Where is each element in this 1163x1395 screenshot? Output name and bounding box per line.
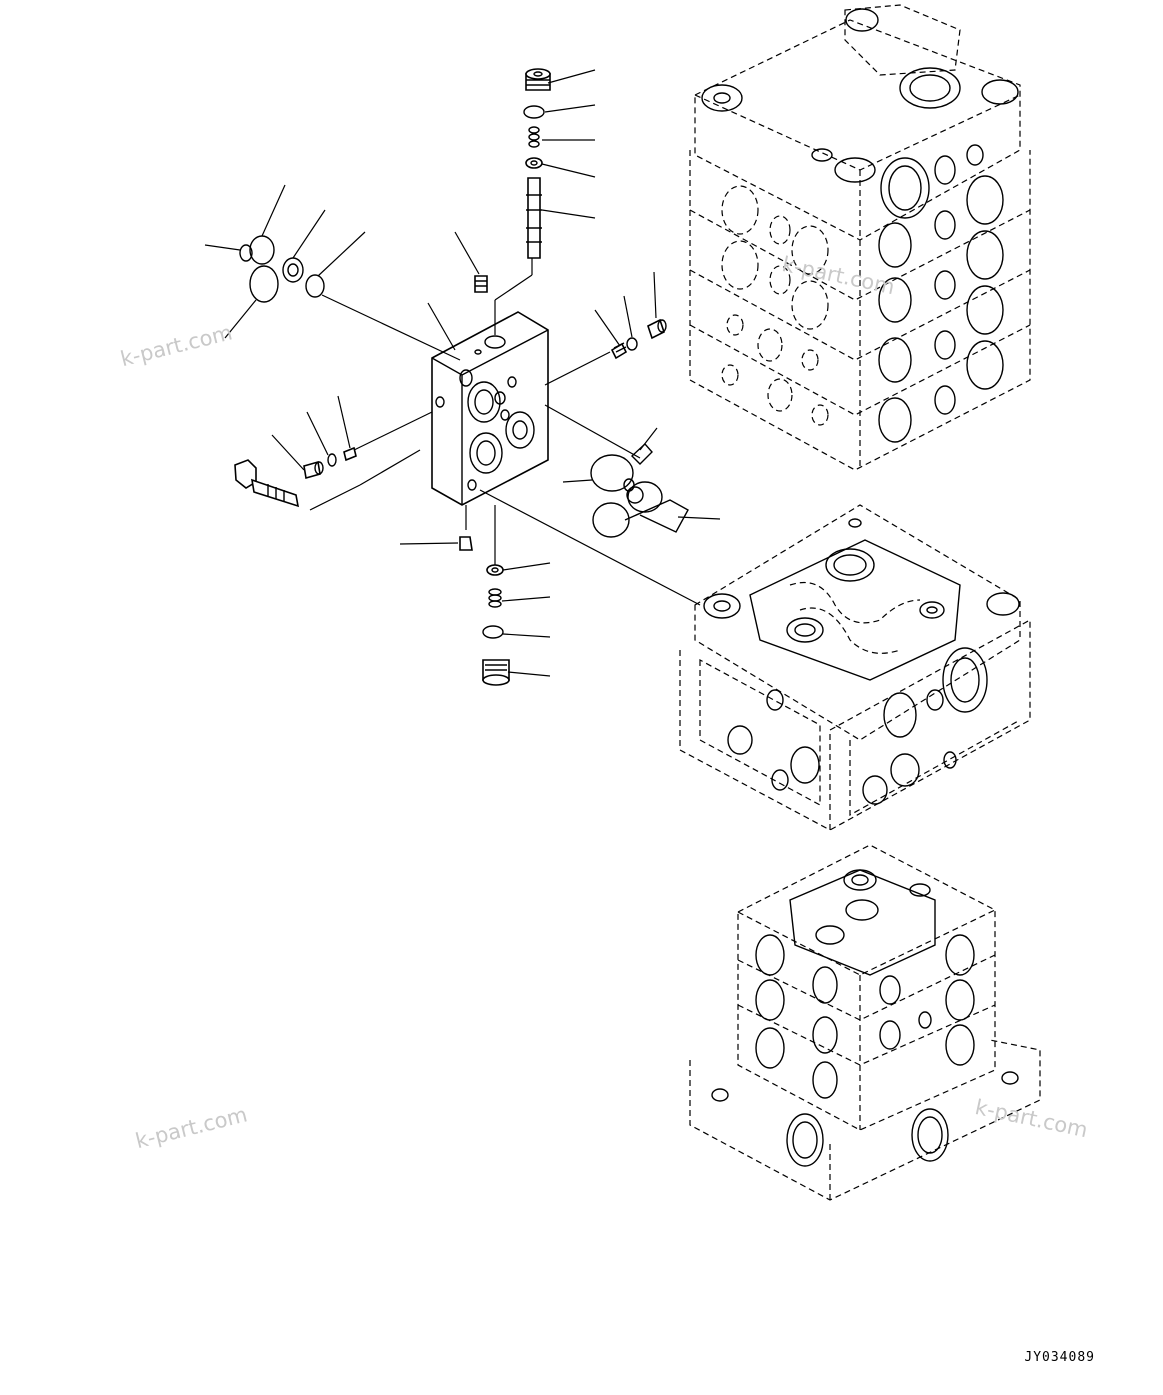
spool-stack-top — [523, 68, 551, 259]
assembly-reference-lines — [309, 258, 701, 606]
plugs-right — [610, 318, 667, 360]
callout-leaders — [204, 69, 721, 677]
seal-kit-right — [590, 442, 689, 538]
control-valve-stack-top — [689, 4, 1031, 471]
drawing-code-label: JY034089 — [1024, 1350, 1095, 1365]
valve-section-block — [431, 311, 549, 506]
seal-kit-left — [239, 235, 325, 303]
plug-top — [474, 275, 488, 293]
spool-stack-bottom — [459, 536, 510, 686]
plugs-left — [234, 446, 357, 508]
control-valve-bottom-section — [689, 844, 1041, 1201]
control-valve-middle-section — [679, 504, 1031, 831]
